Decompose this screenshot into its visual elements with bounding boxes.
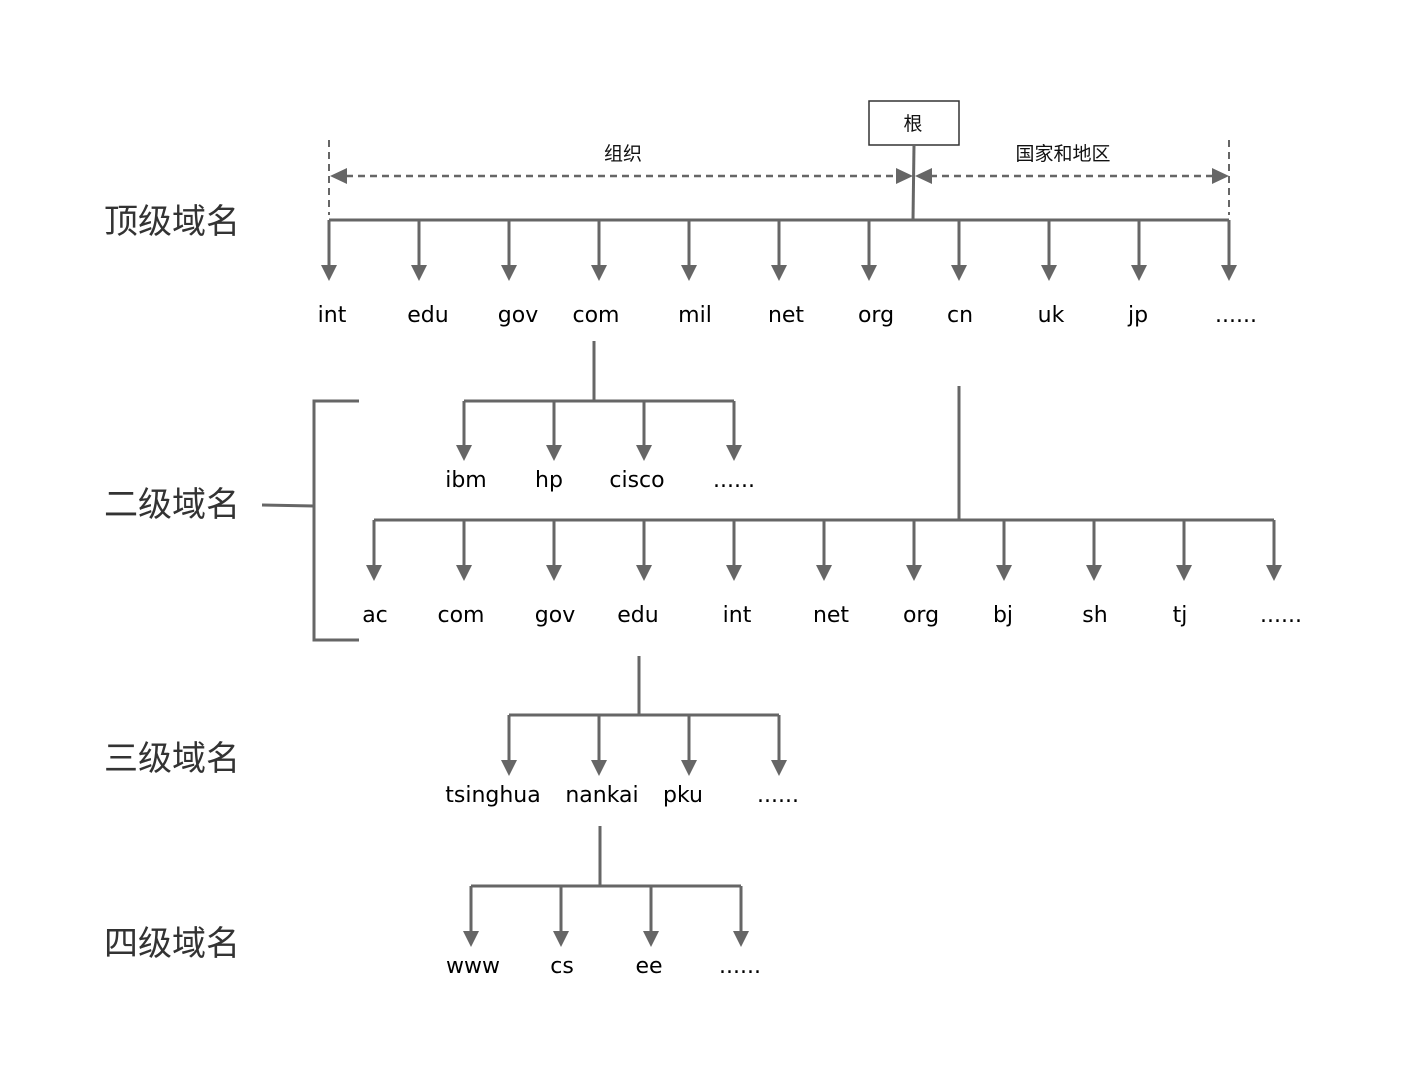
nankai-arrowhead-ee xyxy=(643,931,659,947)
country-range-right-arrowhead xyxy=(1212,168,1229,184)
edu-arrowhead-tsinghua xyxy=(501,760,517,776)
cn-node-ac: ac xyxy=(362,603,388,628)
level-label-second: 二级域名 xyxy=(104,485,240,525)
edu-arrowhead-nankai xyxy=(591,760,607,776)
top-level-node-mil: mil xyxy=(678,303,712,328)
cn-node-sh: sh xyxy=(1082,603,1107,628)
cn-arrowhead-int xyxy=(726,565,742,581)
second-level-bracket xyxy=(312,399,359,642)
edu-node-pku: pku xyxy=(663,783,703,808)
org-range-left-arrowhead xyxy=(330,168,347,184)
top-level-arrowhead-com xyxy=(591,265,607,281)
edu-node-more: ...... xyxy=(757,783,799,808)
top-level-node-more: ...... xyxy=(1215,303,1257,328)
cn-arrowhead-tj xyxy=(1176,565,1192,581)
top-level-arrowhead-gov xyxy=(501,265,517,281)
top-level-arrowhead-int xyxy=(321,265,337,281)
cn-arrowhead-net xyxy=(816,565,832,581)
top-level-arrowhead-edu xyxy=(411,265,427,281)
com-arrowhead-more xyxy=(726,445,742,461)
root-stem xyxy=(911,144,916,221)
cn-node-gov: gov xyxy=(535,603,575,628)
nankai-node-ee: ee xyxy=(635,954,662,979)
cn-node-org: org xyxy=(903,603,939,628)
com-node-more: ...... xyxy=(713,468,755,493)
top-level-node-uk: uk xyxy=(1038,303,1065,328)
edu-node-nankai: nankai xyxy=(565,783,638,808)
com-arrowhead-hp xyxy=(546,445,562,461)
com-node-cisco: cisco xyxy=(609,468,664,493)
cn-node-more: ...... xyxy=(1260,603,1302,628)
top-level-arrowhead-jp xyxy=(1131,265,1147,281)
top-level-node-edu: edu xyxy=(407,303,448,328)
nankai-arrowhead-more xyxy=(733,931,749,947)
nankai-node-more: ...... xyxy=(719,954,761,979)
cn-node-tj: tj xyxy=(1173,603,1188,628)
top-level-node-cn: cn xyxy=(947,303,973,328)
cn-arrowhead-bj xyxy=(996,565,1012,581)
org-range-right-arrowhead xyxy=(896,168,913,184)
nankai-arrowhead-www xyxy=(463,931,479,947)
com-node-ibm: ibm xyxy=(445,468,487,493)
cn-arrowhead-edu xyxy=(636,565,652,581)
com-arrowhead-ibm xyxy=(456,445,472,461)
cn-arrowhead-org xyxy=(906,565,922,581)
top-level-node-gov: gov xyxy=(498,303,538,328)
cn-node-int: int xyxy=(723,603,752,628)
top-level-arrowhead-uk xyxy=(1041,265,1057,281)
com-node-hp: hp xyxy=(535,468,563,493)
cn-arrowhead-ac xyxy=(366,565,382,581)
nankai-node-www: www xyxy=(446,954,500,979)
top-level-node-net: net xyxy=(768,303,804,328)
top-level-node-org: org xyxy=(858,303,894,328)
country-range-left-arrowhead xyxy=(915,168,932,184)
root-node-box xyxy=(868,100,960,146)
nankai-arrowhead-cs xyxy=(553,931,569,947)
edu-arrowhead-pku xyxy=(681,760,697,776)
cn-arrowhead-com xyxy=(456,565,472,581)
nankai-node-cs: cs xyxy=(550,954,574,979)
cn-node-bj: bj xyxy=(993,603,1013,628)
top-level-node-jp: jp xyxy=(1127,303,1148,328)
top-level-arrowhead-org xyxy=(861,265,877,281)
top-level-arrowhead-net xyxy=(771,265,787,281)
top-level-node-int: int xyxy=(318,303,347,328)
cn-node-net: net xyxy=(813,603,849,628)
com-arrowhead-cisco xyxy=(636,445,652,461)
cn-arrowhead-gov xyxy=(546,565,562,581)
edu-arrowhead-more xyxy=(771,760,787,776)
level-label-third: 三级域名 xyxy=(104,739,240,779)
top-level-node-com: com xyxy=(573,303,620,328)
edu-node-tsinghua: tsinghua xyxy=(445,783,540,808)
category-org-label: 组织 xyxy=(604,143,642,165)
root-node-label: 根 xyxy=(903,113,922,135)
cn-node-edu: edu xyxy=(617,603,658,628)
top-level-arrowhead-cn xyxy=(951,265,967,281)
category-country-label: 国家和地区 xyxy=(1015,143,1110,165)
level-label-top: 顶级域名 xyxy=(104,202,240,242)
cn-arrowhead-sh xyxy=(1086,565,1102,581)
top-level-arrowhead-mil xyxy=(681,265,697,281)
cn-node-com: com xyxy=(438,603,485,628)
second-level-bracket-pointer xyxy=(261,503,315,508)
level-label-fourth: 四级域名 xyxy=(104,924,240,964)
top-level-arrowhead-more xyxy=(1221,265,1237,281)
cn-arrowhead-more xyxy=(1266,565,1282,581)
